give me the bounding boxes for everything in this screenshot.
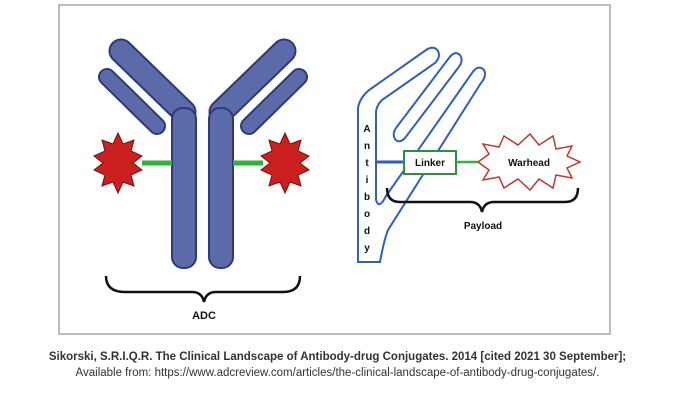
antibody-letter-1: A — [363, 124, 370, 135]
drug-payload-left — [93, 131, 143, 195]
antibody-letter-5: b — [364, 192, 370, 203]
heavy-chain-left-fill — [110, 40, 195, 123]
adc-label: ADC — [192, 310, 216, 322]
payload-label: Payload — [464, 221, 502, 232]
light-chain-right-fill — [242, 70, 306, 133]
payload-brace — [385, 187, 580, 213]
antibody-letter-6: o — [364, 209, 370, 220]
schematic: A n t i b o d y Linker Warhead Payload — [357, 46, 582, 263]
antibody-letter-3: t — [365, 158, 369, 169]
adc-diagram: ADC A n t i b o d y Linker Warhead Paylo… — [93, 38, 582, 322]
warhead-shape — [476, 132, 582, 192]
caption-source-url: Available from: https://www.adcreview.co… — [75, 367, 600, 379]
stem-right — [208, 107, 234, 269]
heavy-chain-right-fill — [210, 40, 295, 123]
linker-label: Linker — [415, 158, 445, 169]
antibody-letter-2: n — [364, 141, 370, 152]
adc-brace — [104, 275, 302, 303]
drug-payload-right — [260, 131, 310, 195]
antibody-letter-4: i — [366, 175, 369, 186]
figure-caption: Sikorski, S.R.I.Q.R. The Clinical Landsc… — [0, 349, 675, 381]
antibody-letter-7: d — [364, 226, 370, 237]
adc-antibody: ADC — [93, 38, 310, 322]
antibody-light-chain-outline — [392, 52, 463, 143]
antibody-letter-8: y — [364, 243, 370, 254]
light-chain-left-fill — [100, 70, 164, 133]
stem-left — [171, 107, 197, 269]
warhead-label: Warhead — [508, 158, 550, 169]
caption-citation: Sikorski, S.R.I.Q.R. The Clinical Landsc… — [48, 351, 627, 363]
